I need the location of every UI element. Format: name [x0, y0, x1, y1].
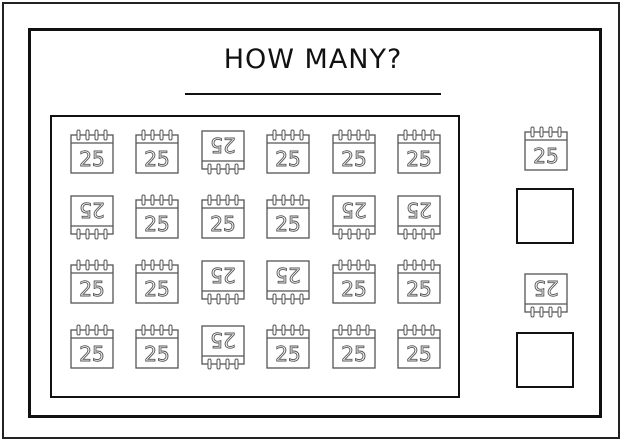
- calendar-icon: 25: [199, 128, 247, 176]
- calendar-icon: 25: [330, 258, 378, 306]
- calendar-day-number: 25: [406, 342, 431, 366]
- page-border: [2, 2, 620, 439]
- calendar-icon: 25: [330, 323, 378, 371]
- calendar-day-number: 25: [79, 147, 104, 171]
- calendar-icon: 25: [330, 128, 378, 176]
- title-underline: [185, 93, 441, 95]
- calendar-icon: 25: [330, 193, 378, 241]
- calendar-icon: 25: [68, 258, 116, 306]
- calendar-day-number: 25: [144, 342, 169, 366]
- calendar-icon: 25: [522, 271, 570, 319]
- calendar-icon: 25: [264, 128, 312, 176]
- calendar-day-number: 25: [406, 277, 431, 301]
- calendar-day-number: 25: [341, 147, 366, 171]
- calendar-icon: 25: [68, 128, 116, 176]
- calendar-icon: 25: [395, 323, 443, 371]
- calendar-day-number: 25: [144, 212, 169, 236]
- calendar-day-number: 25: [406, 147, 431, 171]
- calendar-day-number: 25: [533, 144, 558, 168]
- calendar-icon: 25: [68, 193, 116, 241]
- worksheet-frame: [28, 28, 602, 418]
- calendar-day-number: 25: [210, 133, 235, 157]
- calendar-icon: 25: [133, 128, 181, 176]
- calendar-icon: 25: [395, 258, 443, 306]
- calendar-day-number: 25: [533, 276, 558, 300]
- calendar-icon: 25: [264, 193, 312, 241]
- calendar-icon: 25: [395, 193, 443, 241]
- worksheet-title: HOW MANY?: [223, 44, 403, 75]
- calendar-icon: 25: [199, 193, 247, 241]
- answer-box-flipped[interactable]: [516, 332, 574, 388]
- calendar-day-number: 25: [210, 328, 235, 352]
- calendar-day-number: 25: [275, 212, 300, 236]
- calendar-day-number: 25: [210, 212, 235, 236]
- calendar-icon: 25: [522, 125, 570, 173]
- calendar-day-number: 25: [341, 277, 366, 301]
- calendar-icon: 25: [199, 258, 247, 306]
- calendar-icon: 25: [264, 323, 312, 371]
- calendar-day-number: 25: [144, 147, 169, 171]
- calendar-icon: 25: [133, 193, 181, 241]
- calendar-day-number: 25: [144, 277, 169, 301]
- calendar-day-number: 25: [210, 263, 235, 287]
- calendar-icon: 25: [395, 128, 443, 176]
- calendar-day-number: 25: [79, 277, 104, 301]
- calendar-day-number: 25: [341, 342, 366, 366]
- calendar-icon: 25: [133, 323, 181, 371]
- answer-box-upright[interactable]: [516, 188, 574, 244]
- calendar-icon: 25: [68, 323, 116, 371]
- calendar-day-number: 25: [275, 342, 300, 366]
- calendar-icon: 25: [133, 258, 181, 306]
- calendar-day-number: 25: [79, 342, 104, 366]
- calendar-day-number: 25: [275, 263, 300, 287]
- calendar-day-number: 25: [341, 198, 366, 222]
- calendar-day-number: 25: [275, 147, 300, 171]
- calendar-day-number: 25: [79, 198, 104, 222]
- counting-grid: [50, 115, 460, 398]
- calendar-icon: 25: [264, 258, 312, 306]
- calendar-day-number: 25: [406, 198, 431, 222]
- calendar-icon: 25: [199, 323, 247, 371]
